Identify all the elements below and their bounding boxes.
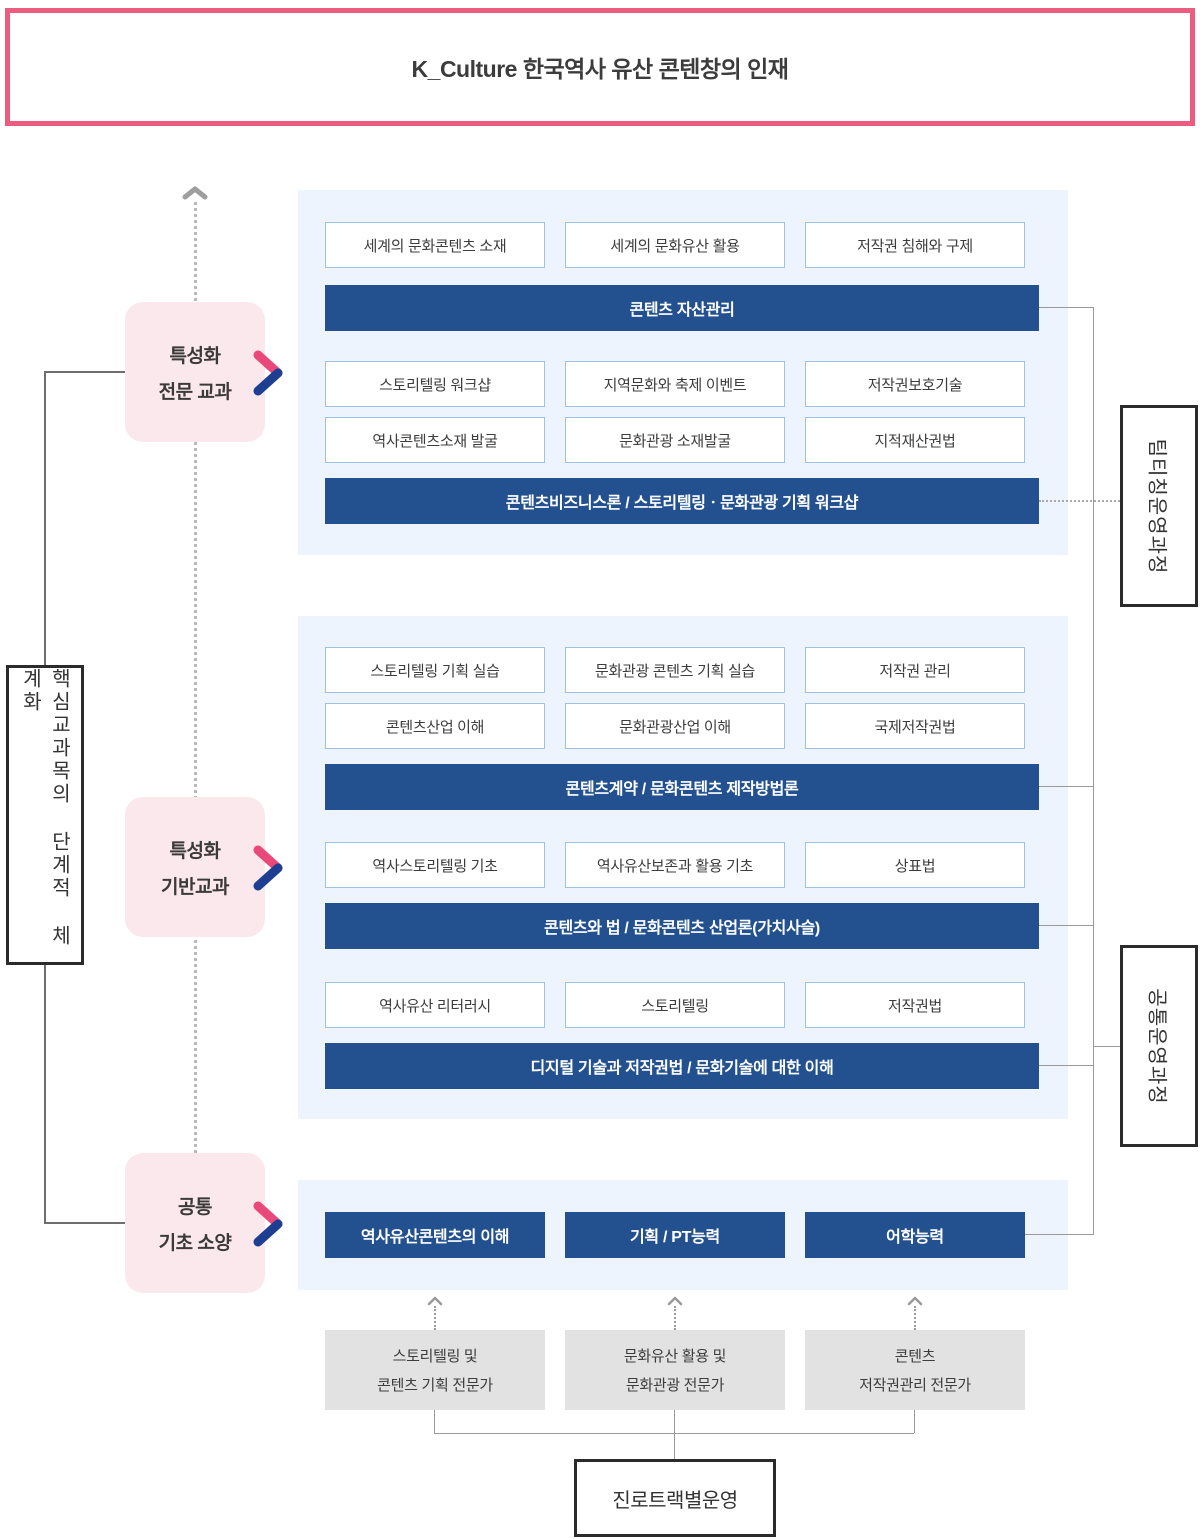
arrow-up-icon [182,186,208,200]
chevron-right-icon [253,1201,283,1247]
course-box: 저작권보호기술 [805,361,1025,407]
course-box: 문화관광 콘텐츠 기획 실습 [565,647,785,693]
course-box: 역사스토리텔링 기초 [325,842,545,888]
competency-bar: 역사유산콘텐츠의 이해 [325,1212,545,1258]
career-dotted-line [434,1306,436,1330]
team-teaching-label: 팀티칭운영과정 [1145,438,1168,574]
stage-label-line1: 특성화 [169,345,221,367]
career-track-box: 스토리텔링 및 콘텐츠 기획 전문가 [325,1330,545,1410]
chevron-right-icon [253,845,283,891]
career-track-label-line1: 스토리텔링 및 [392,1348,478,1365]
right-rail-line [1093,307,1094,1235]
stage-spine-line [194,202,197,1153]
stage-label-line2: 전문 교과 [158,381,232,403]
course-box: 스토리텔링 워크샵 [325,361,545,407]
course-box: 스토리텔링 기획 실습 [325,647,545,693]
core-axis-box: 핵심교과목의 단계적 체계화 [6,665,84,965]
course-bar: 디지털 기술과 저작권법 / 문화기술에 대한 이해 [325,1043,1039,1089]
panel-specialized-foundation: 스토리텔링 기획 실습 문화관광 콘텐츠 기획 실습 저작권 관리 콘텐츠산업 … [298,616,1068,1119]
arrow-up-icon [427,1296,443,1306]
connector-line [1025,1234,1093,1235]
career-track-box: 콘텐츠 저작권관리 전문가 [805,1330,1025,1410]
connector-line [1039,307,1093,308]
arrow-up-icon [907,1296,923,1306]
connector-line [434,1410,435,1433]
course-bar: 콘텐츠 자산관리 [325,285,1039,331]
course-box: 세계의 문화콘텐츠 소재 [325,222,545,268]
connector-line [674,1410,675,1459]
stage-box-common-basic: 공통 기초 소양 [125,1153,283,1293]
course-box: 지역문화와 축제 이벤트 [565,361,785,407]
stage-label-line2: 기초 소양 [158,1232,232,1254]
course-box: 문화관광 소재발굴 [565,417,785,463]
career-track-box: 문화유산 활용 및 문화관광 전문가 [565,1330,785,1410]
career-track-label-line2: 콘텐츠 기획 전문가 [377,1377,493,1394]
connector-line [1039,786,1093,787]
course-box: 역사유산보존과 활용 기초 [565,842,785,888]
career-operation-label: 진로트랙별운영 [612,1489,738,1512]
career-track-label-line2: 저작권관리 전문가 [859,1377,971,1394]
competency-bar: 어학능력 [805,1212,1025,1258]
connector-line [1093,1046,1120,1047]
left-bracket-top-line [44,371,125,373]
stage-box-specialized-foundation: 특성화 기반교과 [125,797,283,937]
course-box: 역사콘텐츠소재 발굴 [325,417,545,463]
stage-label-line2: 기반교과 [161,876,229,898]
connector-line [914,1410,915,1433]
course-box: 스토리텔링 [565,982,785,1028]
career-operation-box: 진로트랙별운영 [574,1459,776,1537]
arrow-up-icon [667,1296,683,1306]
course-box: 문화관광산업 이해 [565,703,785,749]
course-box: 저작권 침해와 구제 [805,222,1025,268]
stage-label-line1: 공통 [178,1196,212,1218]
connector-line [1039,925,1093,926]
career-dotted-line [914,1306,916,1330]
panel-common-basic: 역사유산콘텐츠의 이해 기획 / PT능력 어학능력 [298,1180,1068,1290]
course-box: 역사유산 리터러시 [325,982,545,1028]
career-track-label-line1: 문화유산 활용 및 [623,1348,727,1365]
stage-label-line1: 특성화 [169,840,221,862]
course-box: 세계의 문화유산 활용 [565,222,785,268]
common-operation-box: 공통운영과정 [1120,945,1198,1147]
chevron-right-icon [253,350,283,396]
course-bar: 콘텐츠계약 / 문화콘텐츠 제작방법론 [325,764,1039,810]
course-bar: 콘텐츠비즈니스론 / 스토리텔링ㆍ문화관광 기획 워크샵 [325,478,1039,524]
course-box: 저작권 관리 [805,647,1025,693]
course-box: 저작권법 [805,982,1025,1028]
team-teaching-box: 팀티칭운영과정 [1120,405,1198,607]
panel-specialized-advanced: 세계의 문화콘텐츠 소재 세계의 문화유산 활용 저작권 침해와 구제 콘텐츠 … [298,190,1068,555]
core-axis-label: 핵심교과목의 단계적 체계화 [19,668,70,948]
course-box: 상표법 [805,842,1025,888]
course-box: 콘텐츠산업 이해 [325,703,545,749]
connector-line [1039,1065,1093,1066]
stage-box-specialized-advanced: 특성화 전문 교과 [125,302,283,442]
career-track-label-line2: 문화관광 전문가 [625,1377,725,1394]
competency-bar: 기획 / PT능력 [565,1212,785,1258]
page-title: K_Culture 한국역사 유산 콘텐창의 인재 [411,56,789,82]
left-bracket-bottom-line [44,1222,125,1224]
course-box: 지적재산권법 [805,417,1025,463]
connector-dotted-line [1039,500,1120,502]
career-dotted-line [674,1306,676,1330]
course-box: 국제저작권법 [805,703,1025,749]
career-track-label-line1: 콘텐츠 [894,1348,936,1365]
header-panel: K_Culture 한국역사 유산 콘텐창의 인재 [5,8,1195,126]
common-operation-label: 공통운영과정 [1145,987,1168,1105]
course-bar: 콘텐츠와 법 / 문화콘텐츠 산업론(가치사슬) [325,903,1039,949]
